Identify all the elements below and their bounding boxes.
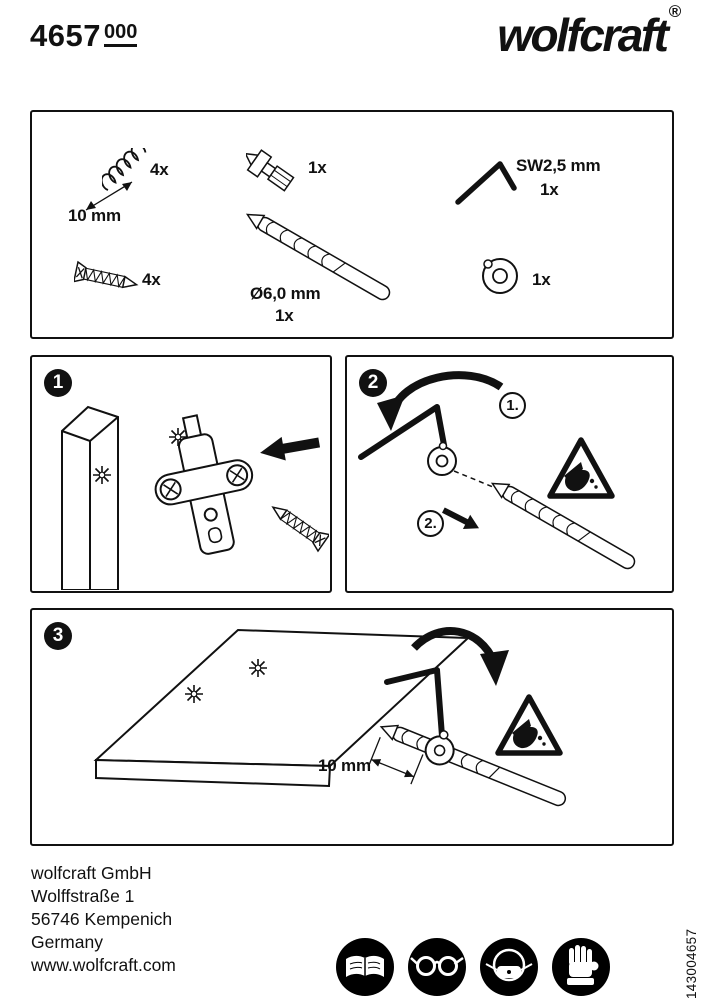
screw-qty-label: 4x (142, 270, 161, 289)
company-name: wolfcraft GmbH (31, 863, 152, 883)
step-1-panel: 1 (30, 355, 332, 593)
city-line: 56746 Kempenich (31, 909, 173, 929)
depth-stop-qty-label: 1x (532, 270, 551, 289)
registered-mark: ® (668, 1, 681, 21)
drill-size-label: Ø6,0 mm (250, 284, 321, 303)
spring-qty-label: 4x (150, 160, 169, 179)
product-number: 4657 000 (30, 18, 138, 53)
brand-name: wolfcraft (497, 9, 669, 61)
substep-2-label: 2. (417, 510, 444, 537)
product-number-variant: 000 (103, 22, 138, 47)
manufacturer-address: wolfcraft GmbH Wolffstraße 1 56746 Kempe… (31, 862, 176, 977)
depth-measurement-label: 10 mm (318, 756, 371, 775)
step-2-badge: 2 (359, 369, 387, 397)
hinge-bit-qty-label: 1x (308, 158, 327, 177)
step-2-illustration (358, 371, 636, 570)
website-line: www.wolfcraft.com (31, 955, 176, 975)
allen-key-illustration (455, 161, 517, 205)
step-2-panel: 2 1. (345, 355, 674, 593)
step-3-panel: 3 (30, 608, 674, 846)
safety-glasses-icon (408, 938, 466, 996)
screw-illustration (74, 260, 139, 289)
allen-key-size-label: SW2,5 mm (516, 156, 601, 175)
step-3-badge: 3 (44, 622, 72, 650)
spring-illustration (102, 148, 147, 191)
print-code: 143004657 (684, 928, 699, 999)
depth-stop-illustration (482, 258, 518, 294)
country-line: Germany (31, 932, 103, 952)
brand-logo: wolfcraft® (497, 3, 681, 61)
product-number-main: 4657 (30, 18, 101, 53)
street-line: Wolffstraße 1 (31, 886, 135, 906)
read-manual-icon (336, 938, 394, 996)
spring-length-label: 10 mm (68, 206, 121, 225)
drill-qty-label: 1x (275, 306, 294, 325)
drill-bit-illustration (245, 213, 391, 301)
substep-1-label: 1. (499, 392, 526, 419)
step-3-illustration (93, 627, 567, 807)
spring-length-arrow (85, 181, 133, 211)
gloves-icon (552, 938, 610, 996)
parts-box: 4x 10 mm 4x 1x (30, 110, 674, 339)
dust-mask-icon (480, 938, 538, 996)
allen-key-qty-label: 1x (540, 180, 559, 199)
hinge-bit-illustration (246, 149, 295, 192)
step-1-illustration (61, 405, 329, 590)
step-1-badge: 1 (44, 369, 72, 397)
